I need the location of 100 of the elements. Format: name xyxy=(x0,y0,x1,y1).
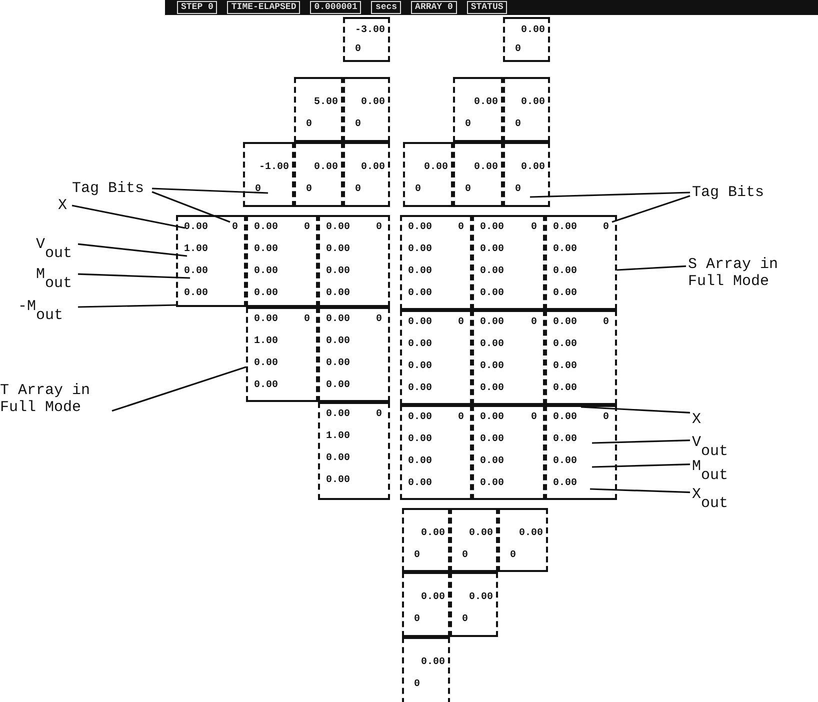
tag-bit-value: 0 xyxy=(515,119,522,130)
register-value: 0.00 xyxy=(553,478,578,489)
register-value: 0.00 xyxy=(254,288,278,299)
register-value: 0.00 xyxy=(184,222,208,233)
tag-bit-value: 0 xyxy=(458,317,464,328)
register-value: 0.00 xyxy=(408,456,432,467)
array-cell xyxy=(450,508,498,572)
array-cell xyxy=(343,77,390,142)
register-value: 0.00 xyxy=(408,383,432,394)
register-value: 0.00 xyxy=(360,162,385,173)
register-value: 0.00 xyxy=(553,434,578,445)
array-cell xyxy=(343,142,390,207)
tag-bit-value: 0 xyxy=(415,184,422,195)
leader-line xyxy=(78,273,190,279)
array-cell xyxy=(400,310,472,405)
register-value: 0.00 xyxy=(326,453,350,464)
register-value: 0.00 xyxy=(553,288,578,299)
status-field: STATUS xyxy=(466,1,508,14)
status-field: ARRAY 0 xyxy=(411,1,457,14)
register-value: 0.00 xyxy=(553,361,578,372)
tag-bit-value: 0 xyxy=(602,317,609,328)
tag-bit-value: 0 xyxy=(355,184,362,195)
tag-bit-value: 0 xyxy=(306,184,312,195)
array-cell xyxy=(545,215,617,310)
array-cell xyxy=(402,508,450,572)
array-cell xyxy=(318,402,390,500)
register-value: 0.00 xyxy=(326,336,350,347)
register-value: 0.00 xyxy=(468,592,493,603)
tag-bit-value: 0 xyxy=(376,409,382,420)
leader-line xyxy=(580,406,690,414)
register-value: 1.00 xyxy=(254,336,278,347)
register-value: 0.00 xyxy=(408,361,432,372)
tag-bit-value: 0 xyxy=(376,314,382,325)
register-value: 0.00 xyxy=(184,288,208,299)
leader-line xyxy=(592,464,690,468)
register-value: 0.00 xyxy=(480,412,504,423)
tag-bit-value: 0 xyxy=(530,412,537,423)
tag-bit-value: 0 xyxy=(304,222,310,233)
register-value: -3.00 xyxy=(354,25,385,36)
register-value: 0.00 xyxy=(474,97,498,108)
array-cell xyxy=(498,508,548,572)
register-value: 0.00 xyxy=(360,97,385,108)
tag-bit-value: 0 xyxy=(510,550,516,561)
leader-line xyxy=(152,191,230,223)
tag-bit-value: 0 xyxy=(462,550,468,561)
register-value: 0.00 xyxy=(408,339,432,350)
register-value: 0.00 xyxy=(326,314,350,325)
array-cell xyxy=(453,77,503,142)
register-value: 0.00 xyxy=(480,434,504,445)
register-value: 5.00 xyxy=(314,97,338,108)
tag-bit-value: 0 xyxy=(376,222,382,233)
tag-bit-value: 0 xyxy=(414,550,420,561)
register-value: -1.00 xyxy=(258,162,289,173)
register-value: 0.00 xyxy=(184,266,208,277)
array-cell xyxy=(318,307,390,402)
register-value: 0.00 xyxy=(553,222,578,233)
register-value: 0.00 xyxy=(553,412,578,423)
array-cell xyxy=(503,77,550,142)
tag-bit-value: 0 xyxy=(602,222,609,233)
register-value: 0.00 xyxy=(553,317,578,328)
register-value: 0.00 xyxy=(520,162,545,173)
status-field: TIME-ELAPSED xyxy=(227,1,300,14)
status-field: STEP 0 xyxy=(177,1,218,14)
tag-bit-value: 0 xyxy=(355,119,362,130)
register-value: 0.00 xyxy=(326,380,350,391)
register-value: 0.00 xyxy=(254,358,278,369)
leader-line xyxy=(592,440,690,444)
tag-bit-value: 0 xyxy=(304,314,310,325)
tag-bit-value: 0 xyxy=(255,184,262,195)
register-value: 0.00 xyxy=(420,592,445,603)
leader-line xyxy=(78,304,178,308)
tag-bit-value: 0 xyxy=(232,222,238,233)
array-cell xyxy=(402,637,450,702)
leader-line xyxy=(612,195,690,223)
register-value: 0.00 xyxy=(420,657,445,668)
register-value: 0.00 xyxy=(326,409,350,420)
register-value: 0.00 xyxy=(468,528,493,539)
register-value: 0.00 xyxy=(480,478,504,489)
register-value: 0.00 xyxy=(480,361,504,372)
register-value: 0.00 xyxy=(254,314,278,325)
register-value: 0.00 xyxy=(520,97,545,108)
leader-line xyxy=(530,192,690,198)
array-cell xyxy=(503,17,550,62)
array-cell xyxy=(403,142,453,207)
leader-line xyxy=(72,204,186,229)
array-cell xyxy=(176,215,246,307)
tag-bit-value: 0 xyxy=(414,614,420,625)
tag-bit-value: 0 xyxy=(355,44,362,55)
register-value: 0.00 xyxy=(408,244,432,255)
tag-bit-value: 0 xyxy=(602,412,609,423)
register-value: 0.00 xyxy=(480,317,504,328)
tag-bit-value: 0 xyxy=(306,119,312,130)
register-value: 0.00 xyxy=(408,222,432,233)
tag-bit-value: 0 xyxy=(458,222,464,233)
array-cell xyxy=(243,142,294,207)
register-value: 0.00 xyxy=(326,475,350,486)
tag-bit-value: 0 xyxy=(462,614,468,625)
array-cell xyxy=(472,215,545,310)
tag-bit-value: 0 xyxy=(465,119,472,130)
array-cell xyxy=(400,405,472,500)
